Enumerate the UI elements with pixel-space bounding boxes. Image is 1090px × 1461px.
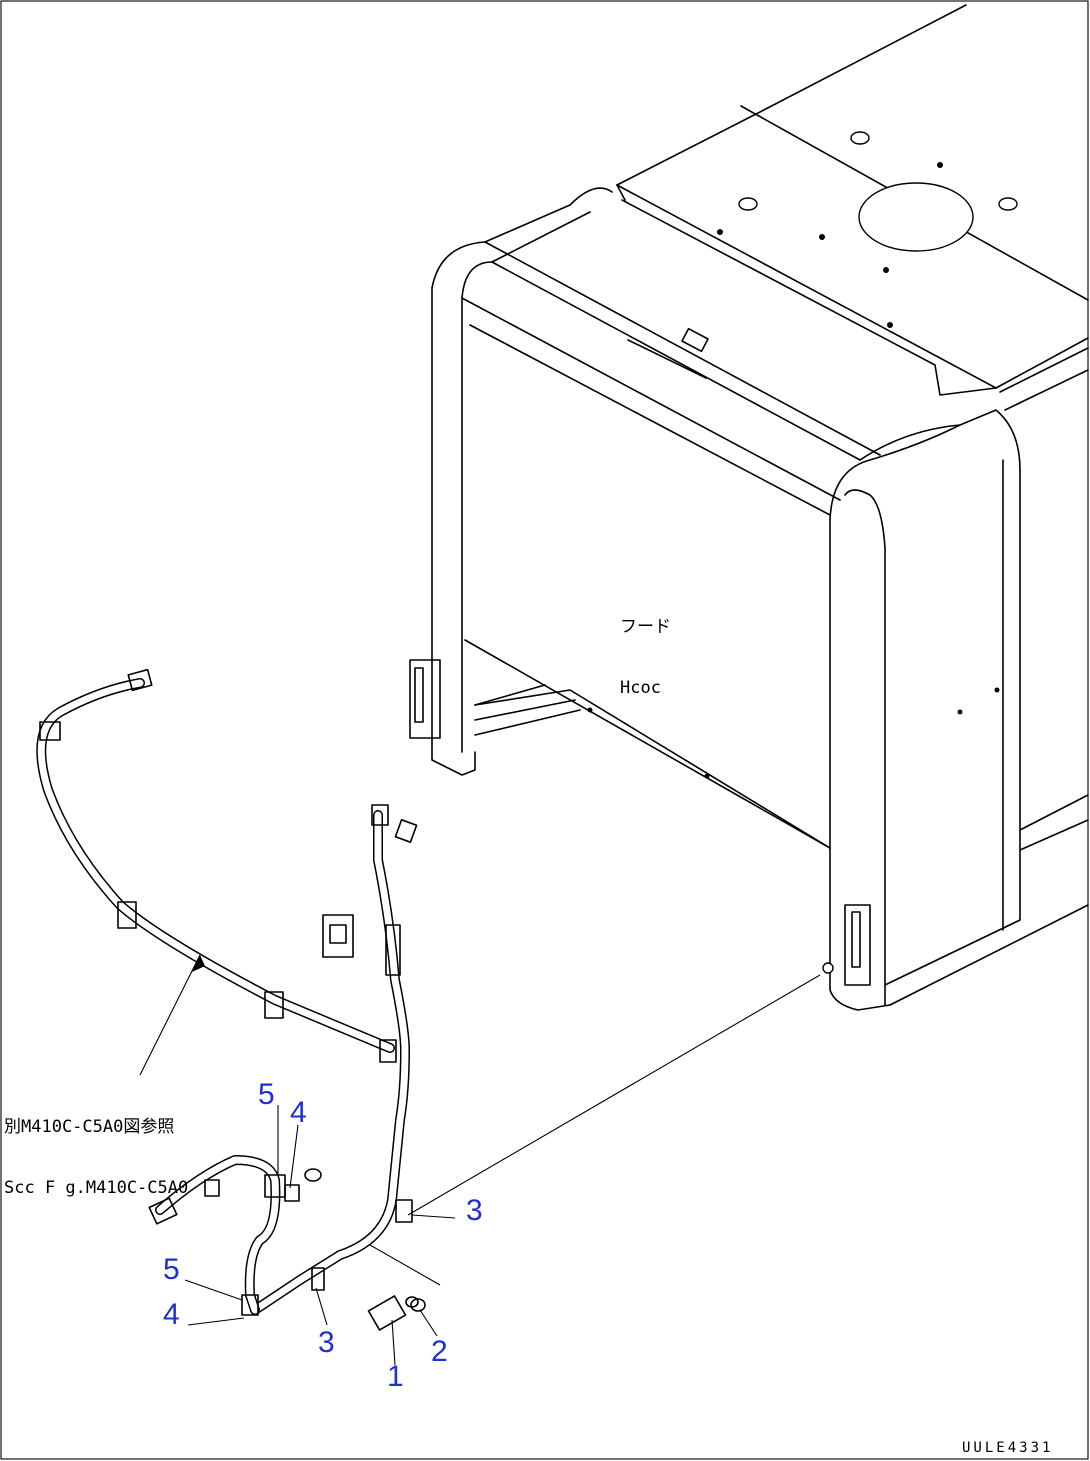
callout-leaders: [184, 1105, 456, 1366]
reference-note-jp: 別M410C-C5A0図参照: [4, 1116, 175, 1137]
callout-4-upper[interactable]: 4: [290, 1096, 307, 1129]
callout-3-upper[interactable]: 3: [466, 1194, 483, 1227]
reference-note: 別M410C-C5A0図参照 Scc F g.M410C-C5A0: [4, 1076, 188, 1219]
main-harness: [36, 668, 397, 1076]
callout-3-lower[interactable]: 3: [318, 1326, 335, 1359]
branch-harness: [148, 1155, 322, 1316]
callout-4-lower[interactable]: 4: [163, 1298, 180, 1331]
hood-label-jp: フード: [620, 616, 671, 637]
reference-note-en: Scc F g.M410C-C5A0: [4, 1177, 189, 1198]
drawing-code: UULE4331: [962, 1440, 1054, 1456]
hood-top-panel: [616, 4, 1089, 396]
callout-5-upper[interactable]: 5: [258, 1078, 275, 1111]
center-harness: [250, 804, 418, 1315]
hood-label: フード Hcoc: [620, 576, 671, 719]
hood-label-en: Hcoc: [620, 677, 661, 698]
assembly-leader-line: [407, 974, 821, 1216]
callout-2[interactable]: 2: [431, 1335, 448, 1368]
callout-5-lower[interactable]: 5: [163, 1253, 180, 1286]
callout-1[interactable]: 1: [387, 1360, 404, 1393]
hood-body: [409, 187, 1089, 1011]
small-parts: [367, 1244, 441, 1331]
